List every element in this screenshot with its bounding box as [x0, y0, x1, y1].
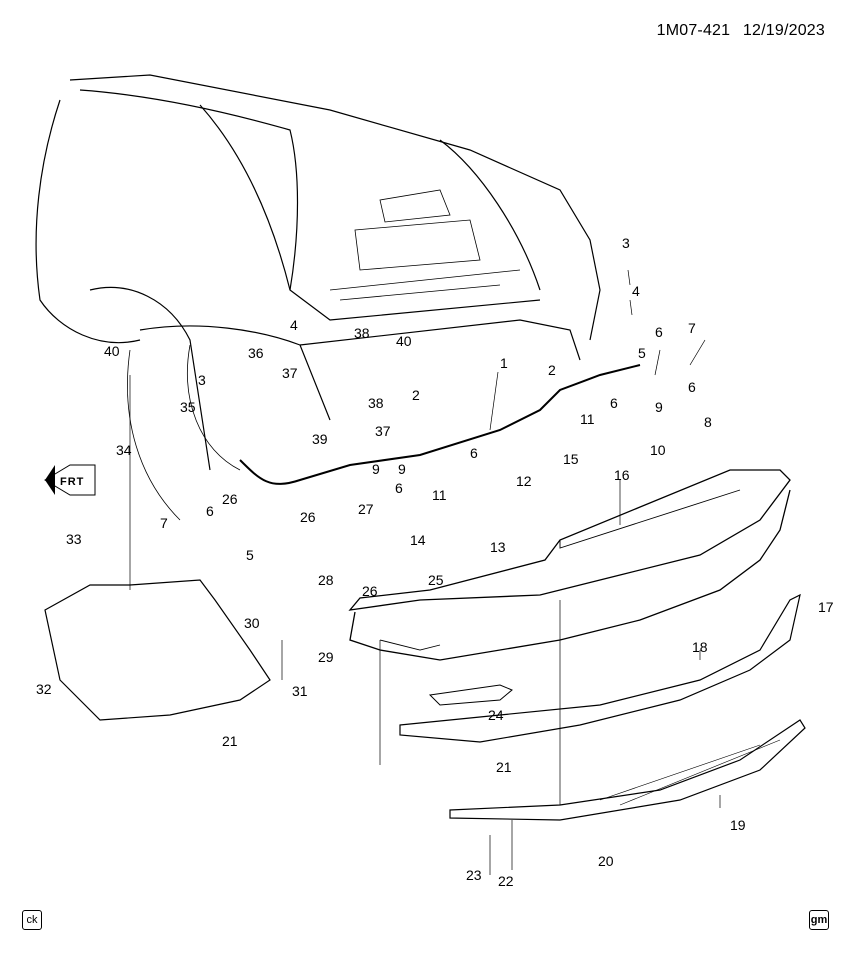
callout-6: 6 — [655, 324, 663, 340]
frt-label: FRT — [60, 476, 84, 488]
callout-26: 26 — [362, 583, 378, 599]
callout-14: 14 — [410, 532, 426, 548]
callout-6: 6 — [470, 445, 478, 461]
callout-24: 24 — [488, 707, 504, 723]
callout-38: 38 — [354, 325, 370, 341]
callout-21: 21 — [222, 733, 238, 749]
ck-mark: ck — [22, 910, 42, 930]
callout-40: 40 — [396, 333, 412, 349]
callout-34: 34 — [116, 442, 132, 458]
callout-12: 12 — [516, 473, 532, 489]
callout-26: 26 — [222, 491, 238, 507]
rear-bumper-fascia — [348, 469, 791, 661]
callout-29: 29 — [318, 649, 334, 665]
callout-11: 11 — [580, 411, 595, 427]
callout-33: 33 — [66, 531, 82, 547]
callout-28: 28 — [318, 572, 334, 588]
callout-15: 15 — [563, 451, 579, 467]
callout-37: 37 — [282, 365, 298, 381]
leader-lines — [129, 269, 721, 875]
callout-5: 5 — [638, 345, 646, 361]
gm-logo-icon: gm — [809, 910, 829, 930]
diagram-code: 1M07-421 — [656, 22, 731, 39]
reflector — [428, 684, 513, 706]
callout-23: 23 — [466, 867, 482, 883]
callout-32: 32 — [36, 681, 52, 697]
callout-13: 13 — [490, 539, 506, 555]
callout-21: 21 — [496, 759, 512, 775]
callout-35: 35 — [180, 399, 196, 415]
callout-9: 9 — [398, 461, 406, 477]
callout-22: 22 — [498, 873, 514, 889]
callout-6: 6 — [395, 480, 403, 496]
callout-38: 38 — [368, 395, 384, 411]
corner-trim-panel — [44, 579, 271, 721]
callout-6: 6 — [688, 379, 696, 395]
callout-9: 9 — [655, 399, 663, 415]
callout-26: 26 — [300, 509, 316, 525]
callout-39: 39 — [312, 431, 328, 447]
callout-2: 2 — [548, 362, 556, 378]
lower-valance — [399, 593, 801, 743]
callout-19: 19 — [730, 817, 746, 833]
callout-36: 36 — [248, 345, 264, 361]
callout-17: 17 — [818, 599, 834, 615]
front-direction-arrow: FRT — [44, 464, 96, 496]
callout-4: 4 — [632, 283, 640, 299]
callout-8: 8 — [704, 414, 712, 430]
callout-7: 7 — [688, 320, 696, 336]
diagram-date: 12/19/2023 — [742, 22, 825, 39]
callout-16: 16 — [614, 467, 630, 483]
callout-30: 30 — [244, 615, 260, 631]
callout-7: 7 — [160, 515, 168, 531]
callout-3: 3 — [622, 235, 630, 251]
callout-1: 1 — [500, 355, 508, 371]
callout-18: 18 — [692, 639, 708, 655]
callout-6: 6 — [610, 395, 618, 411]
callout-25: 25 — [428, 572, 444, 588]
callout-20: 20 — [598, 853, 614, 869]
diagram-header: 1M07-421 12/19/2023 — [649, 22, 825, 40]
callout-37: 37 — [375, 423, 391, 439]
callout-31: 31 — [292, 683, 308, 699]
callout-6: 6 — [206, 503, 214, 519]
callout-11: 11 — [432, 487, 447, 503]
callout-4: 4 — [290, 317, 298, 333]
wiring-harness — [239, 364, 641, 485]
callout-3: 3 — [198, 372, 206, 388]
callout-9: 9 — [372, 461, 380, 477]
callout-10: 10 — [650, 442, 666, 458]
callout-40: 40 — [104, 343, 120, 359]
callout-2: 2 — [412, 387, 420, 403]
callout-5: 5 — [246, 547, 254, 563]
vehicle-body-outline — [35, 74, 601, 521]
skid-plate — [449, 719, 806, 821]
callout-27: 27 — [358, 501, 374, 517]
